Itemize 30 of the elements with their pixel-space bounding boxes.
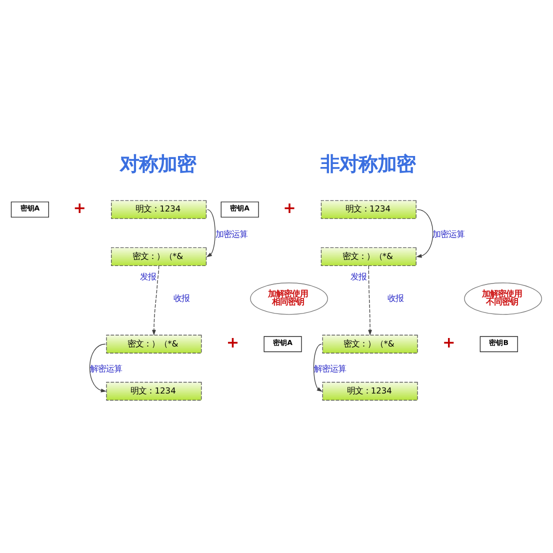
arrow (416, 209, 434, 258)
label: + (283, 198, 296, 217)
node-box: 密文：）（*& (322, 334, 418, 354)
edge-label: 发报 (350, 272, 366, 282)
edge-label: 加密运算 (216, 229, 248, 239)
node-box: 明文：1234 (111, 200, 207, 219)
edge-label: 加密运算 (432, 229, 464, 239)
label: + (442, 333, 456, 352)
node-box: 密文：）（*& (106, 334, 202, 354)
node-box: 密文：）（*& (320, 247, 416, 266)
label: 对称加密 (120, 152, 196, 176)
arrow (313, 344, 322, 392)
arrow (206, 209, 216, 258)
edge-label: 解密运算 (90, 364, 122, 374)
label: + (73, 198, 86, 217)
edge-label: 发报 (140, 271, 156, 282)
arrow (368, 265, 372, 336)
node-ellipse: 加解密使用不同密钥 (464, 282, 542, 315)
node-box: 明文：1234 (320, 200, 416, 219)
node-box: 明文：1234 (106, 382, 202, 401)
node-box: 明文：1234 (322, 382, 418, 401)
label: 收报 (174, 292, 190, 303)
arrow (89, 344, 106, 392)
node-ellipse: 加解密使用相同密钥 (250, 282, 328, 315)
arrow (152, 265, 160, 336)
label: 非对称加密 (320, 152, 416, 176)
edge-label: 解密运算 (314, 364, 346, 374)
label: + (226, 333, 240, 352)
label: 收报 (388, 292, 404, 303)
node-box: 密文：）（*& (111, 247, 207, 266)
